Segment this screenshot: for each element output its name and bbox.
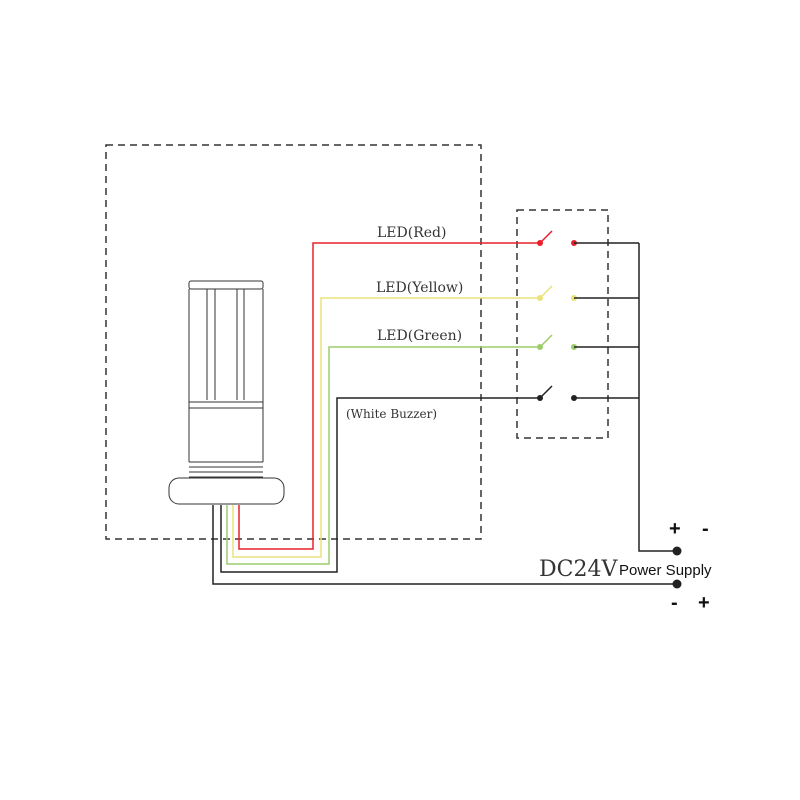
label-led-red: LED(Red) bbox=[377, 225, 446, 241]
top-plus-sign: + bbox=[669, 518, 681, 540]
bottom-minus-sign: - bbox=[671, 592, 678, 614]
yellow-wire bbox=[232, 297, 540, 558]
red-wire bbox=[238, 242, 540, 550]
positive-bus bbox=[574, 242, 677, 552]
label-led-green: LED(Green) bbox=[377, 328, 462, 344]
switch-box bbox=[516, 209, 609, 439]
switch-red bbox=[537, 230, 577, 246]
signal-tower bbox=[168, 280, 285, 505]
label-led-yellow: LED(Yellow) bbox=[376, 280, 463, 296]
bottom-plus-sign: + bbox=[698, 592, 710, 614]
switch-buzzer bbox=[537, 385, 577, 401]
switch-yellow bbox=[537, 285, 577, 301]
switch-green bbox=[537, 334, 577, 350]
label-power-supply: Power Supply bbox=[619, 562, 712, 579]
common-wire bbox=[212, 505, 677, 585]
label-dc24v: DC24V bbox=[539, 557, 618, 582]
buzzer-wire bbox=[220, 397, 540, 573]
top-terminal bbox=[672, 546, 682, 556]
label-white-buzzer: (White Buzzer) bbox=[346, 407, 437, 421]
top-minus-sign: - bbox=[702, 518, 709, 540]
green-wire bbox=[226, 346, 540, 565]
bottom-terminal bbox=[672, 579, 682, 589]
